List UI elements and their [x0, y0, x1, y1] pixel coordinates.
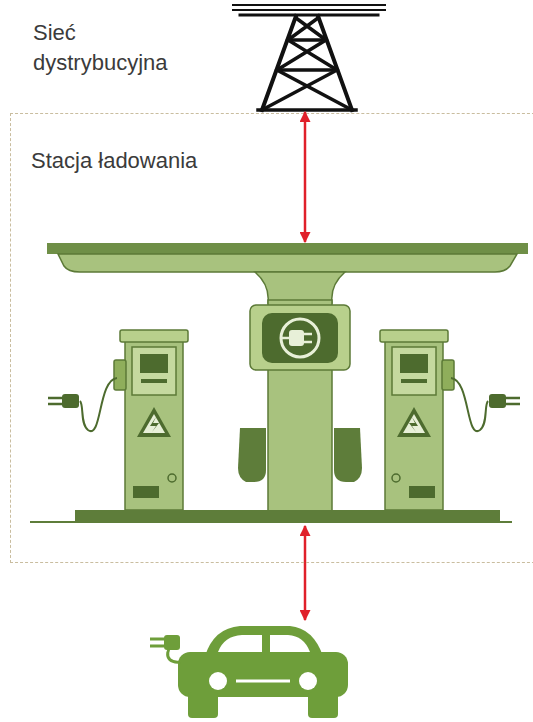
plug-icon-body	[289, 330, 304, 346]
canopy-roof	[47, 243, 528, 254]
sign-frame	[250, 305, 350, 370]
transmission-tower	[233, 5, 385, 110]
plug-icon-prongs	[282, 334, 312, 342]
charger-keypad	[141, 379, 167, 383]
charging-plug	[62, 394, 79, 408]
car-headlight	[209, 672, 227, 690]
power-line	[233, 4, 385, 6]
station-frame: Stacja ładowania	[10, 113, 533, 563]
power-flow-arrow	[304, 112, 307, 242]
car-wheel	[188, 692, 218, 718]
canopy-underside	[58, 254, 517, 272]
charging-arrow	[304, 526, 307, 620]
warning-triangle	[137, 407, 171, 437]
charger-button	[168, 474, 176, 482]
charger-post	[48, 330, 188, 510]
charger-screen	[140, 354, 168, 373]
station-base	[75, 510, 500, 522]
car-plug	[164, 635, 180, 650]
charger-body	[125, 335, 183, 510]
cable-holder	[334, 428, 362, 482]
plug-icon-ring	[281, 319, 319, 357]
node-label: Stacja ładowania	[31, 146, 281, 176]
car-wheel	[308, 692, 338, 718]
charger-post	[380, 330, 520, 510]
car-headlight	[299, 672, 317, 690]
car-window	[270, 635, 310, 652]
charger-grille	[133, 486, 159, 498]
power-line	[233, 9, 385, 11]
car-plug-prongs	[150, 639, 164, 646]
car-body	[178, 652, 348, 697]
ground-line	[30, 521, 512, 523]
plug-prongs	[48, 398, 62, 404]
grid-node: Sieć dystrybucyjna	[20, 4, 340, 112]
warning-bolt	[150, 417, 159, 432]
car-roof	[205, 626, 323, 656]
charger-cap	[120, 330, 188, 342]
electric-car	[150, 626, 348, 718]
charging-cable	[80, 378, 117, 431]
sign-panel	[262, 313, 338, 363]
tower-lattice	[262, 18, 352, 110]
charger-screen-frame	[132, 347, 176, 395]
car-window	[218, 635, 262, 652]
tower-crossarm	[240, 14, 378, 17]
canopy-neck	[255, 272, 345, 303]
node-label: Sieć dystrybucyjna	[33, 18, 203, 78]
tower-leg	[262, 16, 352, 110]
warning-triangle-inner	[143, 414, 165, 433]
car-grille	[236, 680, 290, 683]
cable-holder	[238, 428, 266, 482]
charger-holster	[114, 360, 126, 390]
